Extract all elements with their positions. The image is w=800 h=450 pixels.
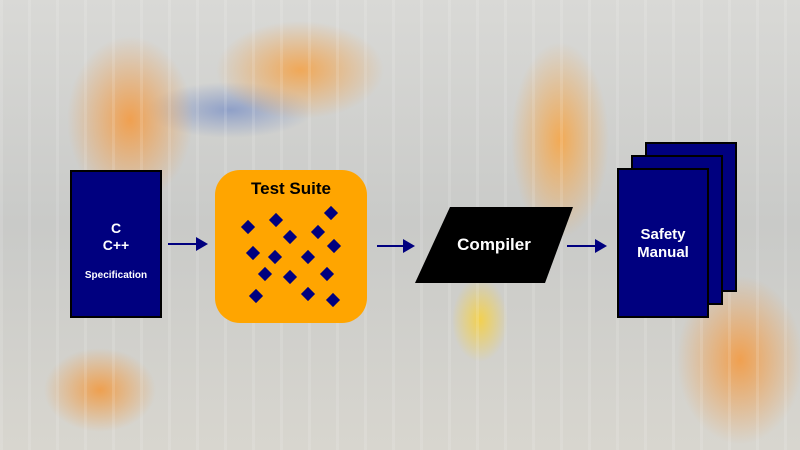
diamond-icon — [245, 245, 261, 261]
diamond-icon — [319, 266, 335, 282]
diamond-icon — [267, 249, 283, 265]
spec-specification-label: Specification — [84, 270, 148, 281]
compiler-label: Compiler — [457, 235, 531, 254]
diamond-icon — [248, 288, 264, 304]
diamond-icon — [282, 269, 298, 285]
diamond-icon — [257, 266, 273, 282]
spec-c-label: C — [110, 220, 122, 236]
arrow-right-icon — [168, 237, 208, 251]
diamond-icon — [300, 286, 316, 302]
arrow-right-icon — [377, 239, 415, 253]
compiler-parallelogram — [415, 207, 573, 283]
diamond-icon — [268, 212, 284, 228]
diamond-icon — [240, 219, 256, 235]
diamond-icon — [300, 249, 316, 265]
diamond-icon — [310, 224, 326, 240]
safety-manual-label: Safety Manual — [617, 226, 709, 262]
manual-line1: Safety — [640, 226, 686, 243]
diamond-icon — [282, 229, 298, 245]
diamond-icon — [323, 205, 339, 221]
spec-cpp-label: C++ — [102, 237, 130, 253]
manual-line2: Manual — [637, 244, 689, 261]
test-suite-box: Test Suite — [215, 170, 367, 323]
diamond-icon — [326, 238, 342, 254]
specification-box: C C++ Specification — [70, 170, 162, 318]
manual-page-front — [617, 168, 709, 318]
diamond-icon — [325, 292, 341, 308]
test-suite-title: Test Suite — [251, 179, 331, 198]
arrow-right-icon — [567, 239, 607, 253]
